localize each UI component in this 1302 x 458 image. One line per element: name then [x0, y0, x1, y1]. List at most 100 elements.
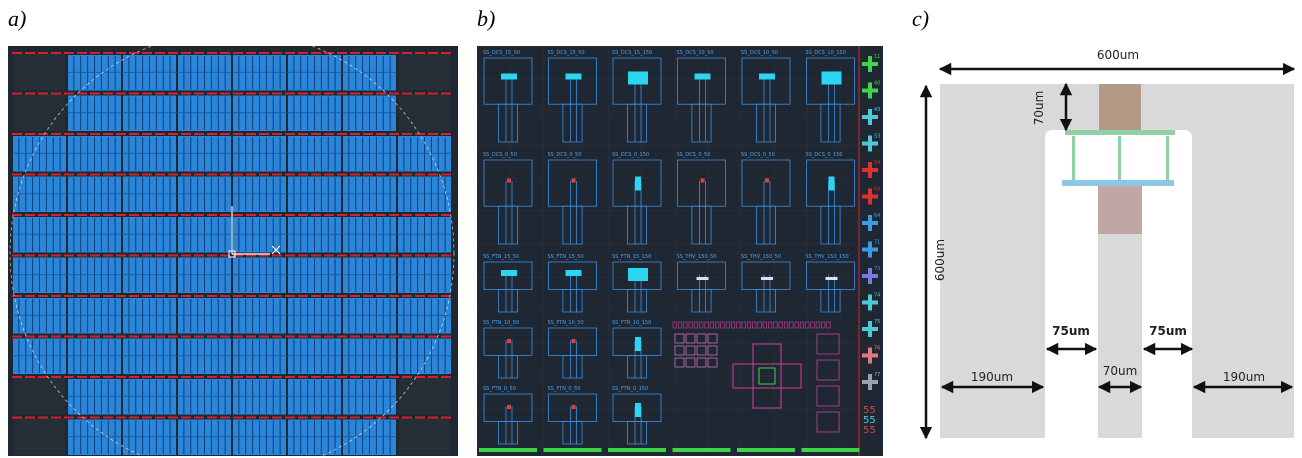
tile-label: SS_FTN_0_50: [548, 386, 581, 392]
mark-horizontal: [862, 194, 878, 199]
mark-number: 73: [874, 266, 880, 272]
mark-horizontal: [862, 141, 878, 146]
structure-tile: SS_DCS_15_50: [548, 50, 597, 143]
alignment-mark: 64: [862, 213, 880, 231]
center-beam: [1098, 216, 1142, 438]
tile-label: SS_FTN_10_50: [483, 320, 519, 326]
tile-stem: [691, 103, 712, 143]
structure-tile: SS_DCS_10_150: [806, 50, 855, 143]
mark-number: 54: [874, 160, 880, 166]
bottom-mark: 55: [863, 415, 876, 426]
tile-label: SS_DCS_0_50: [677, 152, 711, 158]
mark-horizontal: [862, 115, 878, 119]
tile-label: SS_DCS_15_50: [548, 50, 585, 56]
structure-tile: SS_FTN_0_50: [548, 386, 597, 445]
layout-background: [477, 46, 883, 456]
tile-stem: [497, 103, 519, 143]
pad-red: [765, 178, 769, 183]
comb-finger: [709, 321, 714, 329]
comb-finger: [699, 321, 704, 329]
tile-stem: [626, 421, 647, 445]
pad-small: [565, 270, 582, 276]
pad-thv: [825, 277, 838, 280]
misc-structures: [479, 321, 860, 452]
tile-label: SS_DCS_10_50: [741, 50, 778, 56]
structure-tile: SS_FTN_15_50: [483, 254, 533, 313]
center-width-label: 70um: [1103, 364, 1138, 378]
panel-a-wafer-layout: [8, 46, 458, 456]
mark-number: 11: [874, 54, 880, 60]
tile-label: SS_FTN_0_50: [483, 386, 516, 392]
test-square: [816, 359, 840, 381]
alignment-mark: 11: [862, 54, 880, 72]
tile-stem: [497, 289, 519, 313]
empty-die: [399, 418, 450, 455]
tile-label: SS_DCS_10_50: [677, 50, 714, 56]
comb-finger: [752, 321, 757, 329]
tile-stem: [497, 205, 519, 245]
mark-horizontal: [862, 353, 878, 358]
empty-die: [399, 94, 450, 131]
tile-label: SS_DCS_0_50: [483, 152, 517, 158]
blue-bar: [1062, 180, 1174, 186]
alignment-mark: 43: [862, 107, 880, 125]
width-dimension-label: 600um: [1097, 48, 1139, 62]
pad-large: [628, 71, 648, 85]
tile-label: SS_DCS_0_50: [741, 152, 775, 158]
empty-die: [14, 54, 65, 91]
pad-bar: [635, 403, 641, 417]
mark-number: 77: [874, 372, 880, 378]
pad-thv: [761, 277, 773, 280]
outer-right-label: 190um: [1223, 370, 1265, 384]
comb-finger: [720, 321, 725, 329]
contact-pad: [707, 345, 718, 356]
comb-finger: [783, 321, 789, 329]
comb-finger: [678, 321, 683, 329]
test-square: [816, 385, 840, 407]
tile-stem: [755, 289, 776, 313]
tile-stem: [820, 205, 841, 245]
structure-tile: SS_DCS_0_50: [677, 152, 726, 245]
bottom-strip: [608, 448, 666, 452]
wafer-outline: [9, 46, 455, 456]
tile-stem: [626, 289, 647, 313]
empty-die: [14, 94, 65, 131]
structure-tile: SS_DCS_0_50: [483, 152, 533, 245]
alignment-mark: 75: [862, 319, 880, 337]
mark-number: 75: [874, 319, 880, 325]
tile-label: SS_DCS_15_150: [612, 50, 652, 56]
pad-small: [501, 73, 517, 80]
tile-label: SS_FTN_15_50: [483, 254, 519, 260]
comb-finger: [810, 321, 815, 329]
structure-tile: SS_DCS_10_50: [741, 50, 791, 143]
mark-number: 53: [874, 134, 880, 140]
pad-red: [571, 405, 576, 409]
tile-label: SS_THV_150_50: [741, 254, 781, 260]
structure-tile: SS_FTN_0_50: [483, 386, 533, 445]
empty-die: [14, 418, 65, 455]
mark-horizontal: [862, 327, 878, 331]
structure-tile: SS_FTN_10_50: [483, 320, 533, 379]
contact-pad: [674, 333, 685, 344]
empty-die: [399, 378, 450, 415]
tile-label: SS_FTN_15_50: [548, 254, 584, 260]
comb-finger: [736, 321, 741, 329]
pad-red: [700, 178, 705, 183]
mark-horizontal: [862, 380, 878, 384]
pad-red: [571, 339, 576, 343]
mark-horizontal: [862, 247, 878, 252]
pad-red: [507, 405, 511, 409]
pad-bar: [828, 176, 835, 191]
tile-label: SS_FTN_0_150: [612, 386, 648, 392]
tile-stem: [626, 205, 647, 245]
structure-tile: SS_FTN_15_150: [612, 254, 662, 313]
structure-tile: SS_DCS_15_50: [483, 50, 533, 143]
comb-finger: [799, 321, 805, 329]
mark-number: 64: [874, 213, 880, 219]
mark-number: 74: [874, 293, 880, 299]
bottom-mark: 55: [863, 425, 876, 436]
gap-right-label: 75um: [1149, 324, 1187, 338]
mark-number: 71: [874, 240, 880, 246]
mark-horizontal: [862, 168, 878, 172]
